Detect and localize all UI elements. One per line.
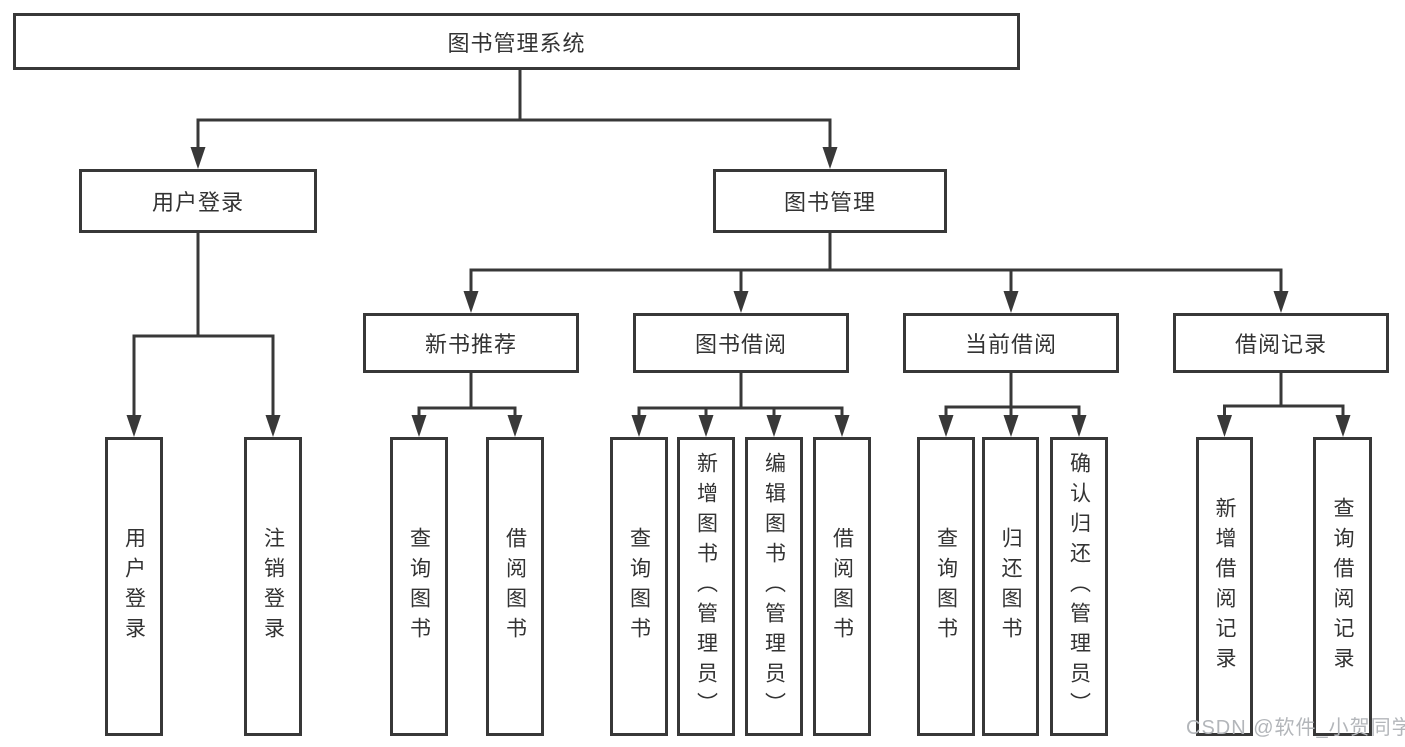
leaf-logout: 注销登录 xyxy=(244,437,302,736)
leaf-add-book-admin: 新增图书（管理员） xyxy=(677,437,735,736)
node-label: 新增借阅记录 xyxy=(1213,496,1236,677)
node-label: 新增图书（管理员） xyxy=(694,451,718,722)
leaf-query-books-borrowing: 查询图书 xyxy=(610,437,668,736)
leaf-query-borrow-record: 查询借阅记录 xyxy=(1313,437,1372,736)
node-label: 当前借阅 xyxy=(964,332,1057,357)
node-label: 编辑图书（管理员） xyxy=(762,451,786,722)
node-label: 确认归还（管理员） xyxy=(1067,451,1091,722)
leaf-borrow-books-borrowing: 借阅图书 xyxy=(813,437,871,736)
node-label: 查询图书 xyxy=(934,526,958,647)
node-label: 查询图书 xyxy=(407,526,431,647)
node-label: 用户登录 xyxy=(122,526,146,647)
node-label: 新书推荐 xyxy=(424,332,517,357)
node-label: 借阅图书 xyxy=(503,526,527,647)
node-book-borrowing: 图书借阅 xyxy=(633,313,849,373)
node-label: 归还图书 xyxy=(999,526,1022,647)
leaf-return-books: 归还图书 xyxy=(982,437,1039,736)
leaf-user-login: 用户登录 xyxy=(105,437,163,736)
leaf-confirm-return-admin: 确认归还（管理员） xyxy=(1050,437,1108,736)
node-book-management: 图书管理 xyxy=(713,169,947,233)
node-label: 借阅图书 xyxy=(830,526,854,647)
node-library-management-system: 图书管理系统 xyxy=(13,13,1020,70)
node-label: 图书管理 xyxy=(783,190,876,215)
node-user-login: 用户登录 xyxy=(79,169,317,233)
node-current-borrowing: 当前借阅 xyxy=(903,313,1119,373)
node-borrowing-records: 借阅记录 xyxy=(1173,313,1389,373)
leaf-borrow-books-recommendation: 借阅图书 xyxy=(486,437,544,736)
node-label: 图书借阅 xyxy=(694,332,787,357)
node-label: 借阅记录 xyxy=(1234,332,1327,357)
leaf-query-books-recommendation: 查询图书 xyxy=(390,437,448,736)
leaf-add-borrow-record: 新增借阅记录 xyxy=(1196,437,1253,736)
leaf-edit-book-admin: 编辑图书（管理员） xyxy=(745,437,803,736)
node-label: 用户登录 xyxy=(151,190,244,215)
leaf-query-books-current: 查询图书 xyxy=(917,437,975,736)
node-label: 查询图书 xyxy=(627,526,651,647)
node-new-book-recommendation: 新书推荐 xyxy=(363,313,579,373)
watermark: CSDN @软件_小贺同学 xyxy=(1186,717,1405,739)
node-label: 注销登录 xyxy=(261,526,285,647)
node-label: 查询借阅记录 xyxy=(1331,496,1354,677)
node-label: 图书管理系统 xyxy=(447,30,586,56)
